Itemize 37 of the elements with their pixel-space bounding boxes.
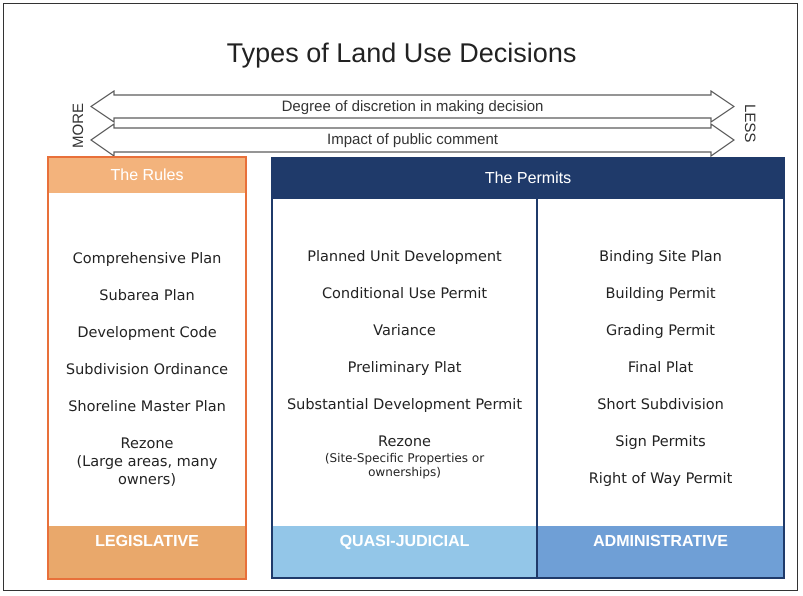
list-item: Variance bbox=[372, 322, 437, 340]
list-item: Development Code bbox=[76, 324, 218, 342]
category-column bbox=[273, 199, 537, 577]
arrow-label: Impact of public comment bbox=[326, 131, 499, 148]
panel-header: The Permits bbox=[273, 159, 783, 199]
list-item: Subdivision Ordinance bbox=[64, 361, 230, 379]
list-item: Rezone bbox=[377, 433, 432, 451]
list-item: Preliminary Plat bbox=[346, 359, 462, 377]
list-item: Planned Unit Development bbox=[306, 248, 503, 266]
side-label: LESS bbox=[741, 104, 758, 142]
category-footer: LEGISLATIVE bbox=[49, 526, 245, 578]
list-item: Building Permit bbox=[604, 285, 717, 303]
double-arrow-shape bbox=[90, 90, 735, 123]
list-item: Grading Permit bbox=[604, 322, 716, 340]
list-item: Binding Site Plan bbox=[598, 248, 723, 266]
list-item: Substantial Development Permit bbox=[286, 396, 524, 414]
list-item: Subarea Plan bbox=[98, 287, 196, 305]
category-footer: ADMINISTRATIVE bbox=[538, 526, 783, 577]
panel-header: The Rules bbox=[49, 158, 245, 193]
category-footer: QUASI-JUDICIAL bbox=[273, 526, 536, 577]
list-item: Final Plat bbox=[626, 359, 694, 377]
list-item: Rezone bbox=[120, 435, 174, 453]
category-panel bbox=[271, 157, 785, 579]
double-arrow-shape bbox=[90, 123, 735, 157]
category-column bbox=[537, 199, 783, 577]
list-item: Right of Way Permit bbox=[588, 470, 734, 488]
arrow-label: Degree of discretion in making decision bbox=[280, 98, 544, 115]
list-note: (Site-Specific Properties or ownerships) bbox=[324, 451, 486, 479]
list-item: Sign Permits bbox=[614, 433, 707, 451]
title: Types of Land Use Decisions bbox=[226, 38, 578, 69]
list-item: Comprehensive Plan bbox=[72, 250, 222, 268]
category-panel bbox=[47, 156, 247, 580]
list-item: Conditional Use Permit bbox=[320, 285, 488, 303]
side-label: MORE bbox=[70, 103, 87, 148]
list-item: Short Subdivision bbox=[596, 396, 725, 414]
list-note: (Large areas, many owners) bbox=[76, 453, 218, 489]
list-item: Shoreline Master Plan bbox=[67, 398, 227, 416]
